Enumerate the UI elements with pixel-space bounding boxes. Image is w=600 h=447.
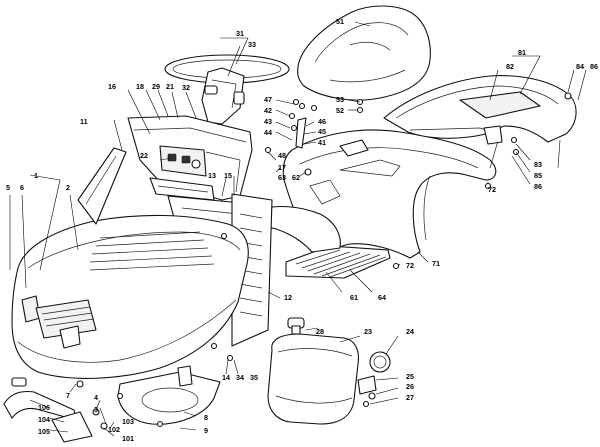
callout-28: 28 [316, 327, 324, 336]
callout-43: 43 [264, 117, 272, 126]
callout-27: 27 [406, 393, 414, 402]
callout-13: 13 [208, 171, 216, 180]
dashboard-console [127, 115, 253, 201]
callout-25: 25 [406, 372, 414, 381]
callout-22: 22 [140, 151, 148, 160]
engine-hood [11, 214, 249, 379]
callout-52: 52 [336, 106, 344, 115]
callout-51: 51 [336, 17, 344, 26]
callout-21: 21 [166, 82, 174, 91]
rear-carrier-tray [383, 75, 577, 169]
callout-48: 48 [278, 151, 286, 160]
hood-vent-slats [89, 231, 215, 271]
callout-61: 61 [350, 293, 358, 302]
callout-23: 23 [364, 327, 372, 336]
callout-44: 44 [264, 128, 272, 137]
callout-14: 14 [222, 373, 230, 382]
callout-41: 41 [318, 138, 326, 147]
callout-9: 9 [204, 426, 208, 435]
callout-71: 71 [432, 259, 440, 268]
callout-81: 81 [518, 48, 526, 57]
callout-35: 35 [250, 373, 258, 382]
callout-2: 2 [66, 183, 70, 192]
callout-12: 12 [284, 293, 292, 302]
seat [297, 5, 431, 101]
callout-103: 103 [122, 417, 134, 426]
callout-72-lower: 72 [406, 261, 414, 270]
callout-62: 62 [292, 173, 300, 182]
leader-lines [9, 21, 587, 437]
callout-63: 63 [278, 173, 286, 182]
callout-86-top: 86 [590, 62, 598, 71]
callout-15: 15 [224, 171, 232, 180]
callout-105: 105 [38, 427, 50, 436]
callout-101: 101 [122, 434, 134, 443]
battery-tray [117, 365, 221, 425]
callout-18: 18 [136, 82, 144, 91]
mat-ribs [295, 249, 387, 278]
callout-53: 53 [336, 95, 344, 104]
callout-106: 106 [38, 403, 50, 412]
callout-4: 4 [94, 393, 98, 402]
callout-labels: 31 33 51 16 18 29 21 32 11 22 13 15 48 1… [6, 17, 598, 443]
callout-32: 32 [182, 83, 190, 92]
callout-72-upper: 72 [488, 185, 496, 194]
callout-24: 24 [406, 327, 414, 336]
callout-85: 85 [534, 171, 542, 180]
callout-17: 17 [278, 163, 286, 172]
callout-102: 102 [108, 425, 120, 434]
callout-29: 29 [152, 82, 160, 91]
foot-platform-mat [257, 206, 391, 279]
callout-7: 7 [66, 391, 70, 400]
callout-82: 82 [506, 62, 514, 71]
callout-33: 33 [248, 40, 256, 49]
callout-16: 16 [108, 82, 116, 91]
callout-6: 6 [20, 183, 24, 192]
callout-83: 83 [534, 160, 542, 169]
callout-104: 104 [38, 415, 50, 424]
callout-5: 5 [6, 183, 10, 192]
callout-11: 11 [80, 117, 88, 126]
callout-47: 47 [264, 95, 272, 104]
callout-31: 31 [236, 29, 244, 38]
hood-grille-lines [41, 306, 95, 327]
callout-1: 1 [34, 171, 38, 180]
front-bumper [3, 377, 93, 443]
callout-34: 34 [236, 373, 244, 382]
callout-26: 26 [406, 382, 414, 391]
steering-wheel [164, 54, 290, 125]
callout-42: 42 [264, 106, 272, 115]
callout-8: 8 [204, 413, 208, 422]
callout-46: 46 [318, 117, 326, 126]
callout-64: 64 [378, 293, 386, 302]
hood-side-strip [77, 147, 127, 225]
callout-3: 3 [94, 405, 98, 414]
callout-84: 84 [576, 62, 584, 71]
callout-86-bottom: 86 [534, 182, 542, 191]
callout-45: 45 [318, 127, 326, 136]
fuel-tank [267, 317, 391, 425]
